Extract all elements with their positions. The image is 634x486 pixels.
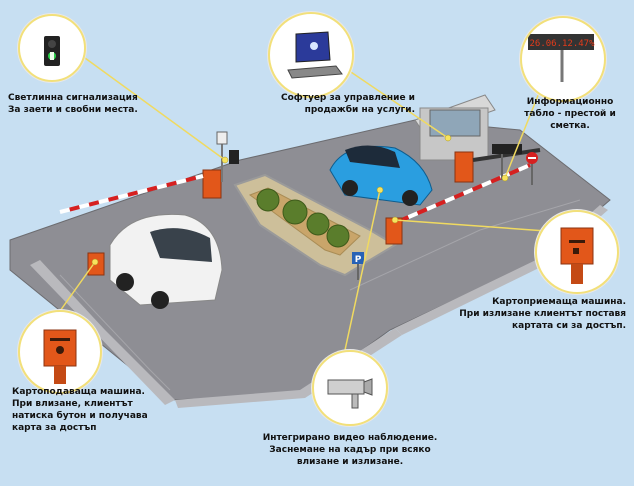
lights-label-line-2: За заети и свобни места.	[8, 105, 138, 115]
card-machine-icon	[43, 329, 77, 384]
software-label: Софтуер за управление и продажби на услу…	[225, 92, 415, 116]
card-acceptor-label-line-1: Картоприемаща машина.	[492, 297, 626, 307]
connectors	[54, 57, 561, 351]
info-board-callout: 26.06.12.47%	[520, 16, 606, 102]
lights-label-line-1: Светлинна сигнализация	[8, 93, 138, 103]
board-label-line-2: табло - престой и	[524, 109, 616, 119]
board-label: Информационно табло - престой и сметка.	[510, 96, 630, 132]
shrubs	[256, 188, 350, 248]
card-dispenser-label-line-4: карта за достъп	[12, 423, 97, 433]
camera-label-line-2: Заснемане на кадър при всяко	[269, 445, 431, 455]
parking-sign-label: P	[355, 255, 362, 265]
card-dispenser-label-line-3: натиска бутон и получава	[12, 411, 148, 421]
parking-sign-post	[352, 252, 364, 280]
card-machine-icon	[560, 227, 594, 284]
board-display-icon: 26.06.12.47%	[529, 39, 595, 49]
board-label-line-1: Информационно	[526, 97, 614, 107]
white-car	[109, 213, 223, 309]
lights-label: Светлинна сигнализация За заети и свобни…	[8, 92, 178, 116]
card-acceptor-callout	[535, 210, 619, 294]
card-dispenser-label-line-2: При влизане, клиентът	[12, 399, 133, 409]
camera-label-line-1: Интегрирано видео наблюдение.	[262, 433, 438, 443]
lane-line	[59, 274, 171, 391]
board-label-line-3: сметка.	[550, 121, 590, 131]
barrier-entry	[59, 169, 222, 214]
laptop-callout	[268, 12, 354, 98]
traffic-light-callout	[18, 14, 86, 82]
card-dispenser-label-line-1: Картоподаваща машина.	[12, 387, 145, 397]
traffic-light-icon	[44, 36, 60, 66]
software-label-line-2: продажби на услуги.	[304, 105, 415, 115]
software-label-line-1: Софтуер за управление и	[281, 93, 415, 103]
camera-label: Интегрирано видео наблюдение. Заснемане …	[250, 432, 450, 468]
connector-dots	[91, 134, 509, 266]
camera-label-line-3: влизане и излизане.	[296, 457, 404, 467]
booth	[414, 94, 496, 161]
camera-icon	[327, 378, 373, 409]
laptop-icon	[287, 31, 343, 79]
curb-right	[395, 205, 608, 335]
curb-bottom	[175, 328, 402, 408]
no-entry-sign	[526, 152, 538, 185]
curb-left	[30, 260, 175, 405]
card-acceptor-label-line-3: картата си за достъп.	[512, 321, 626, 331]
blue-car	[329, 145, 433, 206]
card-dispenser-callout	[18, 310, 102, 394]
lane-line	[349, 199, 581, 291]
info-board-icon	[528, 34, 594, 82]
info-board-sign	[492, 144, 522, 180]
board-display-text: 26.06.12.47%	[529, 39, 595, 49]
card-acceptor-label-line-2: При излизане клиентът поставя	[459, 309, 626, 319]
camera-callout	[312, 350, 388, 426]
card-dispenser-label: Картоподаваща машина. При влизане, клиен…	[12, 386, 182, 434]
card-acceptor-label: Картоприемаща машина. При излизане клиен…	[430, 296, 626, 332]
